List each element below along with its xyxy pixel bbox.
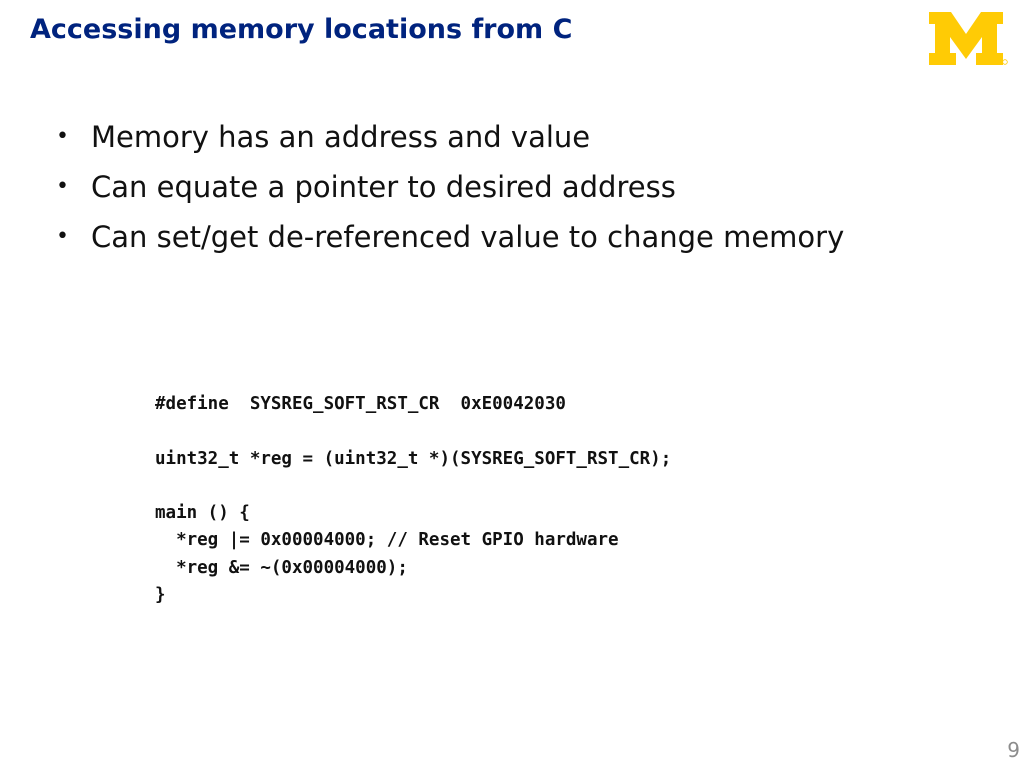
bullet-marker: • (56, 174, 69, 199)
code-line: #define SYSREG_SOFT_RST_CR 0xE0042030 (155, 394, 566, 414)
block-m-logo-icon (929, 12, 1008, 65)
bullet-text: Can set/get de-referenced value to chang… (91, 220, 845, 254)
bullet-marker: • (56, 124, 69, 149)
bullet-text: Memory has an address and value (91, 120, 591, 154)
code-block: #define SYSREG_SOFT_RST_CR 0xE0042030 ui… (155, 391, 671, 609)
code-line: *reg |= 0x00004000; // Reset GPIO hardwa… (155, 530, 619, 551)
bullet-marker: • (56, 224, 69, 249)
code-line: } (155, 585, 166, 606)
bullet-list: • Memory has an address and value • Can … (56, 112, 986, 262)
code-line (155, 473, 671, 500)
bullet-item: • Memory has an address and value (56, 112, 986, 162)
slide-title: Accessing memory locations from C (30, 14, 573, 45)
bullet-text: Can equate a pointer to desired address (91, 170, 676, 204)
code-line (155, 418, 671, 445)
code-line: *reg &= ~(0x00004000); (155, 557, 408, 578)
code-line: uint32_t *reg = (uint32_t *)(SYSREG_SOFT… (155, 448, 672, 469)
page-number: 9 (1007, 738, 1020, 762)
bullet-item: • Can set/get de-referenced value to cha… (56, 212, 986, 262)
code-line: main () { (155, 503, 250, 524)
bullet-item: • Can equate a pointer to desired addres… (56, 162, 986, 212)
